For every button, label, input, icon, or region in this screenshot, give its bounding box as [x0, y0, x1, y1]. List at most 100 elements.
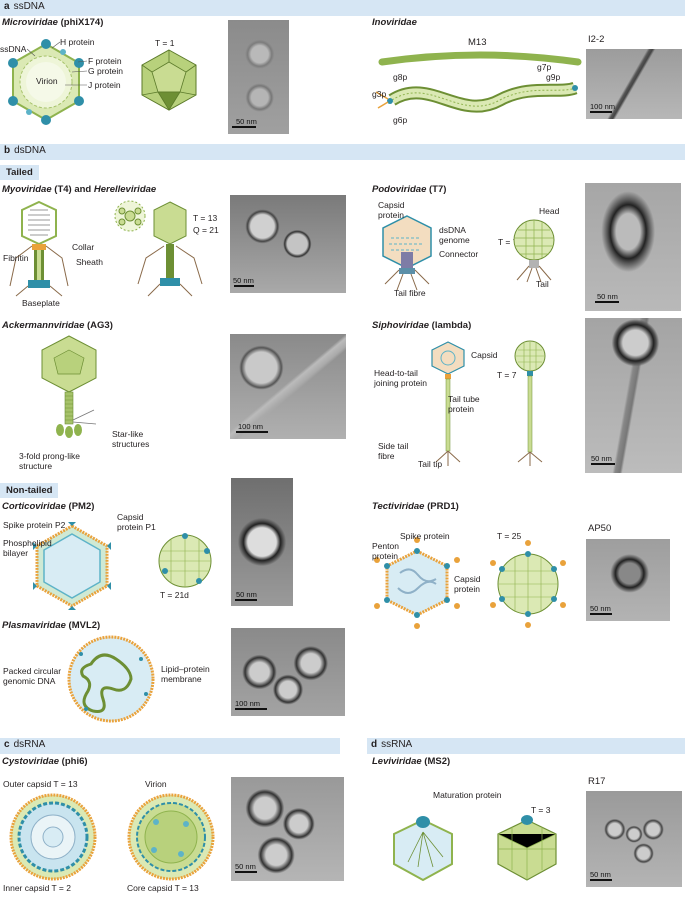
- plasma-packed-label-1: Packed circular: [3, 666, 62, 676]
- cysto-core-label: Core capsid T = 13: [127, 883, 199, 893]
- tectiviridae-external-diagram: [490, 540, 566, 628]
- family-title-ackermannviridae: Ackermannviridae (AG3): [2, 320, 113, 331]
- tecti-capsid-label-2: protein: [454, 584, 480, 594]
- acker-scale-label: 100 nm: [238, 422, 264, 431]
- cortico-spike-label: Spike protein P2: [3, 520, 66, 530]
- tecti-penton-label-2: protein: [372, 551, 398, 561]
- myo-fibritin-label: Fibritin: [3, 253, 29, 263]
- tailed-tag: Tailed: [0, 165, 39, 180]
- sipho-side-label-2: fibre: [378, 451, 395, 461]
- sipho-htt-label-1: Head-to-tail: [374, 368, 418, 378]
- plasma-lipid-label-2: membrane: [161, 674, 202, 684]
- sipho-tube-label-1: Tail tube: [448, 394, 480, 404]
- plasma-scale-label: 100 nm: [235, 699, 261, 708]
- section-letter: c: [4, 739, 10, 750]
- micro-leader-lines: [26, 41, 88, 86]
- inoviridae-em-image: 100 nm: [586, 49, 682, 119]
- myoviridae-cutaway-diagram: [9, 200, 69, 297]
- section-label: dsRNA: [13, 739, 46, 750]
- tectiviridae-cutaway-diagram: [374, 537, 460, 629]
- micro-t-number: T = 1: [155, 38, 175, 48]
- family-title-cystoviridae: Cystoviridae (phi6): [2, 756, 88, 767]
- myo-collar-label: Collar: [72, 242, 95, 252]
- inoviridae-m13-filament: [378, 51, 582, 66]
- cortico-phospho-label-1: Phospholipid: [3, 538, 52, 548]
- family-title-tectiviridae: Tectiviridae (PRD1): [372, 501, 459, 512]
- levi-t-number: T = 3: [531, 805, 551, 815]
- sipho-capsid-label: Capsid: [471, 350, 498, 360]
- podo-tail-fibre-label: Tail fibre: [394, 288, 426, 298]
- siphoviridae-cutaway-diagram: [431, 341, 465, 466]
- section-label: ssDNA: [13, 1, 45, 12]
- section-label: dsDNA: [14, 145, 46, 156]
- myo-q-number: Q = 21: [193, 225, 219, 235]
- cystoviridae-external-diagram: [127, 793, 215, 881]
- podoviridae-cutaway-diagram: [382, 215, 432, 291]
- podo-t-number: T = 7: [498, 237, 518, 247]
- microviridae-virion-diagram: [8, 39, 84, 125]
- cortico-capsid-label-2: protein P1: [117, 522, 156, 532]
- podo-capsid-label: Capsid: [378, 200, 405, 210]
- podo-head-label: Head: [539, 206, 560, 216]
- section-letter: d: [371, 739, 378, 750]
- ino-g3p-label: g3p: [372, 89, 387, 99]
- ino-em-name: I2-2: [588, 34, 605, 45]
- tecti-spike-label: Spike protein: [400, 531, 450, 541]
- cortico-scale-label: 50 nm: [236, 590, 257, 599]
- myoviridae-external-diagram: [114, 200, 203, 297]
- corticoviridae-external-diagram: [158, 533, 212, 588]
- plasma-packed-label-2: genomic DNA: [3, 676, 56, 686]
- podo-genome-label: genome: [439, 235, 470, 245]
- cysto-scale-label: 50 nm: [235, 862, 256, 871]
- cortico-capsid-label-1: Capsid: [117, 512, 144, 522]
- inoviridae-detailed-filament: [375, 81, 578, 113]
- section-letter: b: [4, 145, 11, 156]
- family-title-plasmaviridae: Plasmaviridae (MVL2): [2, 620, 101, 631]
- sipho-htt-label-2: joining protein: [374, 378, 427, 388]
- cortico-t-number: T = 21d: [160, 590, 189, 600]
- cysto-outer-label: Outer capsid T = 13: [3, 779, 78, 789]
- cysto-virion-label: Virion: [145, 779, 167, 789]
- tecti-em-name: AP50: [588, 523, 612, 534]
- acker-prong-label-1: 3-fold prong-like: [19, 451, 80, 461]
- cysto-inner-label: Inner capsid T = 2: [3, 883, 71, 893]
- ino-g9p-label: g9p: [546, 72, 561, 82]
- podoviridae-em-image: 50 nm: [585, 183, 681, 311]
- myoviridae-em-image: 50 nm: [230, 195, 346, 293]
- tecti-penton-label-1: Penton: [372, 541, 399, 551]
- family-title-microviridae: Microviridae (phiX174): [2, 17, 104, 28]
- ino-g6p-label: g6p: [393, 115, 408, 125]
- plasmaviridae-diagram: [67, 635, 155, 723]
- leviviridae-cutaway-diagram: [393, 816, 453, 882]
- leviviridae-external-diagram: [497, 815, 557, 881]
- family-title-leviviridae: Leviviridae (MS2): [372, 756, 451, 767]
- ackermannviridae-em-image: 100 nm: [230, 334, 346, 439]
- podo-dsdna-label: dsDNA: [439, 225, 466, 235]
- podo-protein-label: protein: [378, 210, 404, 220]
- corticoviridae-em-image: 50 nm: [231, 478, 293, 606]
- sipho-tip-label: Tail tip: [418, 459, 443, 469]
- myo-scale-label: 50 nm: [233, 276, 254, 285]
- podo-scale-label: 50 nm: [597, 292, 618, 301]
- podoviridae-external-diagram: [513, 219, 555, 283]
- microviridae-icosahedron: [141, 49, 197, 111]
- cortico-phospho-label-2: bilayer: [3, 548, 29, 558]
- tectiviridae-em-image: 50 nm: [586, 539, 670, 621]
- tecti-capsid-label-1: Capsid: [454, 574, 481, 584]
- levi-em-name: R17: [588, 776, 606, 787]
- micro-j-protein-label: J protein: [88, 80, 121, 90]
- acker-star-label-2: structures: [112, 439, 150, 449]
- cystoviridae-em-image: 50 nm: [231, 777, 344, 881]
- microviridae-em-image: 50 nm: [228, 20, 289, 134]
- siphoviridae-external-diagram: [514, 340, 546, 466]
- micro-h-protein-label: H protein: [60, 37, 95, 47]
- podo-tail-label: Tail: [536, 279, 549, 289]
- plasma-lipid-label-1: Lipid–protein: [161, 664, 210, 674]
- ino-g8p-label: g8p: [393, 72, 408, 82]
- micro-ssdna-label: ssDNA: [0, 44, 27, 54]
- micro-scale-label: 50 nm: [236, 117, 257, 126]
- cystoviridae-cutaway-diagram: [9, 793, 97, 881]
